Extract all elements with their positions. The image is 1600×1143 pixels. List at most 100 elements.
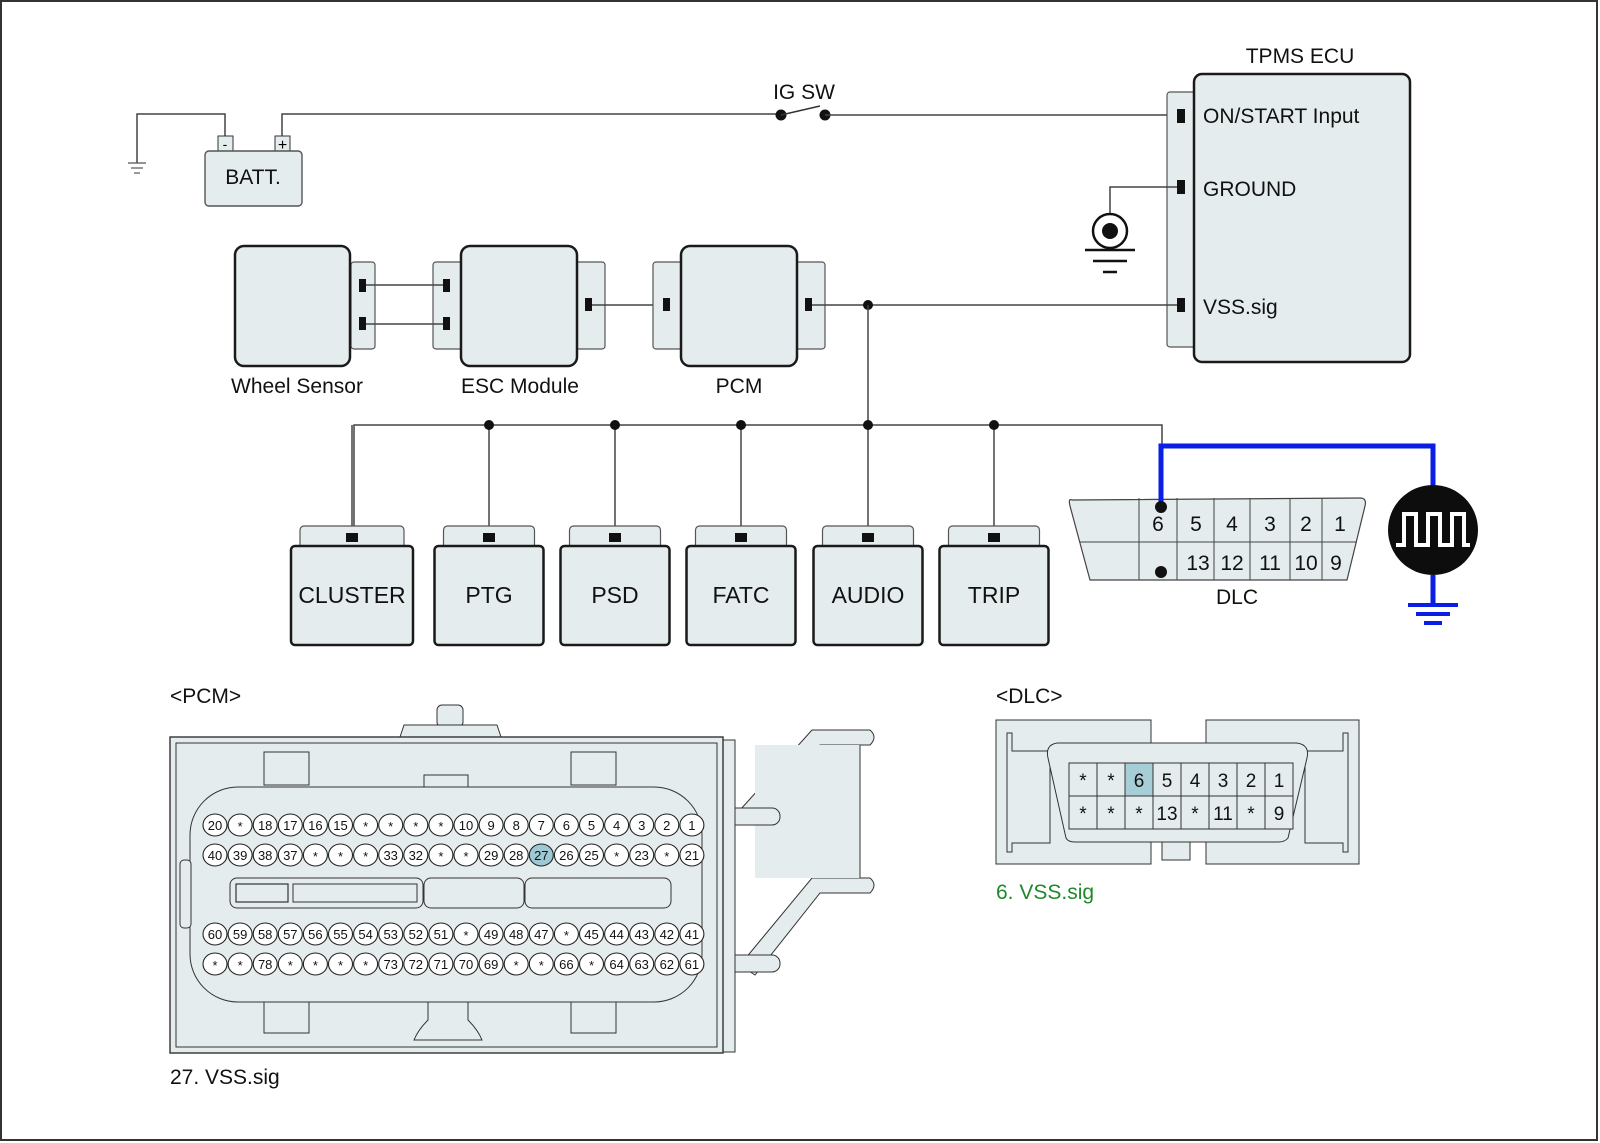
pcm-pin-circle — [553, 813, 579, 837]
pcm-pin-53: 53 — [378, 922, 404, 946]
pcm-body — [679, 244, 799, 368]
pcm-pin-circle — [277, 952, 303, 976]
pcm-pin-58: 58 — [252, 922, 278, 946]
pcm-pin-28: 28 — [503, 843, 529, 867]
esc-module-body — [459, 244, 579, 368]
dlc-pin-label: * — [1107, 804, 1115, 825]
pcm-pin-circle — [553, 843, 579, 867]
pcm-pin-label: 64 — [609, 957, 623, 972]
dlc-pin-label: * — [1247, 804, 1255, 825]
pcm-label: PCM — [716, 375, 763, 398]
pcm-pin-circle — [403, 843, 429, 867]
trip-pin — [988, 533, 1000, 542]
pcm-pin-circle — [654, 922, 680, 946]
pcm-pin-23: 23 — [629, 843, 655, 867]
dlc-pin-label: 4 — [1190, 771, 1201, 792]
module-audio: AUDIO — [812, 420, 924, 647]
scope-probe-wire — [1158, 443, 1436, 507]
pcm-pin-circle — [629, 952, 655, 976]
pcm-pin-circle — [503, 843, 529, 867]
tpms-label-ground: GROUND — [1203, 178, 1296, 201]
pcm-pin-circle — [528, 843, 554, 867]
pcm-pin-label: 45 — [584, 927, 598, 942]
pcm-pin-label: 2 — [663, 818, 670, 833]
wheel-sensor: Wheel Sensor — [231, 244, 376, 398]
pcm-pin-unused: * — [302, 843, 328, 867]
pcm-pin-52: 52 — [403, 922, 429, 946]
scope-ground-icon — [1408, 603, 1458, 625]
pcm-pin-unused: * — [302, 952, 328, 976]
pcm-pin-38: 38 — [252, 843, 278, 867]
dlc-pin-unused: * — [1096, 795, 1126, 830]
pcm-pin-circle — [202, 952, 228, 976]
ptg-pin — [483, 533, 495, 542]
pcm-pin-circle — [428, 843, 454, 867]
pcm-pin-circle — [378, 813, 404, 837]
pcm-pin-label: * — [463, 928, 468, 943]
pcm-pin-47: 47 — [528, 922, 554, 946]
dlc-pin-11: 11 — [1208, 795, 1238, 830]
pcm-pin-circle — [478, 922, 504, 946]
dlc-connector-caption: 6. VSS.sig — [996, 881, 1094, 904]
pcm-pin-5: 5 — [578, 813, 605, 837]
pcm-pin-label: 70 — [459, 957, 473, 972]
pcm-pin-label: 57 — [283, 927, 297, 942]
wheel-sensor-connector — [350, 261, 376, 350]
dlc-pin-unused: * — [1096, 762, 1126, 797]
pcm-pin-label: * — [463, 849, 468, 864]
pcm-pin-circle — [403, 813, 429, 837]
dlc-connector-title: <DLC> — [996, 685, 1063, 708]
dlc-pin-unused: * — [1124, 795, 1154, 830]
tpms-label-on-start: ON/START Input — [1203, 105, 1360, 128]
pcm-top-latch-base — [399, 724, 502, 738]
pcm-pin-label: 6 — [563, 818, 570, 833]
pcm-pin-8: 8 — [503, 813, 529, 837]
pcm-pin-unused: * — [503, 952, 529, 976]
oscilloscope-square-wave-icon — [1388, 485, 1478, 575]
pcm-pin-unused: * — [227, 813, 253, 837]
pcm-pin-label: * — [313, 849, 318, 864]
dlc-pin-cell — [1068, 795, 1098, 830]
pcm-pin-unused: * — [353, 813, 379, 837]
pcm-pin-42: 42 — [654, 922, 680, 946]
pcm-pin-69: 69 — [478, 952, 504, 976]
pcm-pin-circle — [578, 922, 605, 946]
pcm-pin-label: 53 — [383, 927, 397, 942]
module-psd: PSD — [559, 420, 671, 647]
dlc-pin-label: 5 — [1162, 771, 1173, 792]
pcm-pin-78: 78 — [252, 952, 278, 976]
dlc-pin-2: 2 — [1236, 762, 1266, 797]
pcm-pin-61: 61 — [679, 952, 705, 976]
dlc-pin-cell — [1236, 762, 1266, 797]
pcm-pin-56: 56 — [302, 922, 328, 946]
pcm-pin-44: 44 — [604, 922, 630, 946]
dlc-pin-5: 5 — [1152, 762, 1182, 797]
pcm-pin-circle — [227, 813, 253, 837]
pcm-pin-label: 49 — [484, 927, 498, 942]
pcm-pin-label: * — [413, 819, 418, 834]
tpms-label-vss: VSS.sig — [1203, 296, 1278, 319]
pcm-pin-25: 25 — [578, 843, 605, 867]
pcm-pin-unused: * — [453, 843, 479, 867]
pcm-pin-circle — [378, 922, 404, 946]
pcm-pin-label: 40 — [208, 848, 222, 863]
pcm-pin-48: 48 — [503, 922, 529, 946]
pcm-pin-circle — [378, 843, 404, 867]
fatc-label: FATC — [712, 582, 769, 608]
pcm-pin-circle — [604, 952, 630, 976]
pcm-pin-label: * — [363, 958, 368, 973]
dlc-symbol-pin: 13 — [1186, 552, 1209, 575]
chassis-ground-icon — [128, 162, 146, 174]
pcm-pin-circle — [453, 843, 479, 867]
pcm-pin-39: 39 — [227, 843, 253, 867]
pcm-pin-40: 40 — [202, 843, 228, 867]
pcm-pin-unused: * — [604, 843, 630, 867]
pcm-pin-circle — [679, 843, 705, 867]
pcm-pin-label: 20 — [208, 818, 222, 833]
pcm-pin-label: * — [313, 958, 318, 973]
pcm-pin-label: 51 — [434, 927, 448, 942]
pcm-slot-1-key — [235, 883, 289, 903]
pcm-pin-label: * — [338, 849, 343, 864]
